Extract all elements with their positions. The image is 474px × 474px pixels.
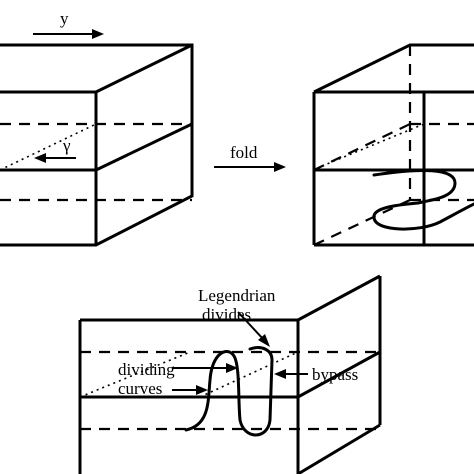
box-left	[0, 43, 194, 247]
dividing-label-line1: dividing	[118, 360, 175, 379]
bypass-label: bypass	[312, 365, 358, 384]
box-bottom	[78, 274, 382, 474]
y-arrow: y	[33, 9, 104, 39]
box-right-folded-curve	[372, 168, 474, 231]
box-bottom-top-right-edge	[297, 274, 381, 322]
gamma-arrow: γ	[34, 136, 76, 163]
legendrian-label-line2: divides	[202, 305, 251, 324]
box-bottom-legendrian-curve	[184, 346, 274, 437]
legendrian-label-line1: Legendrian	[198, 286, 276, 305]
gamma-label: γ	[62, 136, 71, 155]
box-left-side-middle-line	[95, 122, 193, 172]
fold-label: fold	[230, 143, 258, 162]
box-left-dotted-diagonal	[0, 123, 97, 171]
annotations: Legendrian divides dividing curves bypas…	[118, 286, 358, 398]
box-left-outline	[0, 43, 194, 247]
y-label: y	[60, 9, 69, 28]
box-bottom-dotted-diagonal	[79, 351, 191, 398]
box-right-top-back-edge	[313, 43, 474, 94]
legendrian-pointer	[237, 311, 265, 341]
fold-arrow: fold	[214, 143, 286, 172]
dividing-label-line2: curves	[118, 379, 162, 398]
box-bottom-bottom-right-edge	[297, 423, 381, 474]
box-right	[312, 43, 474, 247]
box-bottom-side-middle-line	[297, 350, 381, 399]
box-right-dotted-diagonal	[321, 123, 425, 167]
box-left-top-right-edge	[95, 43, 193, 94]
